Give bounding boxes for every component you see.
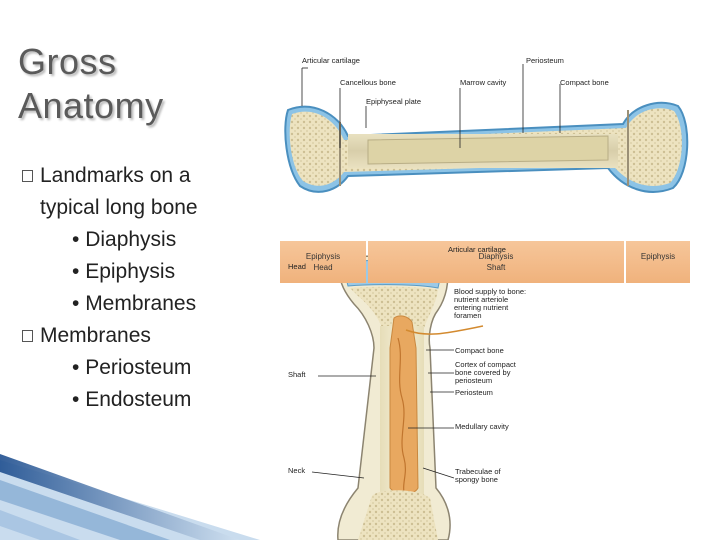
bullet-box-icon xyxy=(22,170,33,182)
label-compact-bone-top: Compact bone xyxy=(560,78,609,87)
title-line-2: Anatomy xyxy=(18,85,164,126)
sub-bullet-text: Periosteum xyxy=(85,356,192,379)
label-articular-cartilage-right: Articular cartilage xyxy=(448,245,506,254)
label-line: bone covered by xyxy=(455,368,511,377)
sub-bullet-text: Endosteum xyxy=(85,388,192,411)
sub-bullet-periosteum: • Periosteum xyxy=(72,356,192,379)
horizontal-bone xyxy=(284,101,689,193)
sub-bullet-epiphysis: • Epiphysis xyxy=(72,260,176,283)
label-line: periosteum xyxy=(455,376,493,385)
bullet-list: Landmarks on a typical long bone • Diaph… xyxy=(22,160,272,416)
label-periosteum-right: Periosteum xyxy=(455,388,493,397)
label-head: Head xyxy=(288,262,306,271)
bullet-text-continuation: typical long bone xyxy=(40,196,198,219)
band-sublabel: Shaft xyxy=(486,263,506,272)
bullet-landmarks: Landmarks on a xyxy=(22,160,272,192)
band-sublabel: Head xyxy=(313,263,333,272)
label-articular-cartilage-top: Articular cartilage xyxy=(302,56,360,65)
bullet-membranes: Membranes xyxy=(22,320,272,352)
label-periosteum-top: Periosteum xyxy=(526,56,564,65)
label-line: Trabeculae of xyxy=(455,467,501,476)
band-label: Epiphysis xyxy=(640,252,676,261)
sub-bullet-endosteum: • Endosteum xyxy=(72,388,192,411)
label-medullary-cavity: Medullary cavity xyxy=(455,422,509,431)
bullet-text: Landmarks on a xyxy=(40,164,191,187)
vertical-bone xyxy=(337,255,451,540)
label-line: spongy bone xyxy=(455,475,498,484)
slide-title: Gross Anatomy xyxy=(18,40,218,128)
bullet-box-icon xyxy=(22,330,33,342)
label-cortex: Cortex of compact bone covered by perios… xyxy=(455,361,516,385)
band-epiphysis-right: Epiphysis xyxy=(626,241,690,283)
sub-bullet-diaphysis: • Diaphysis xyxy=(72,228,177,251)
label-blood-supply: Blood supply to bone: nutrient arteriole… xyxy=(454,288,526,320)
bullet-text: Membranes xyxy=(40,324,151,347)
long-bone-figure: Articular cartilage Periosteum Cancellou… xyxy=(278,48,720,540)
label-line: Cortex of compact xyxy=(455,360,516,369)
label-marrow-cavity: Marrow cavity xyxy=(460,78,507,87)
band-diaphysis: Diaphysis Shaft xyxy=(368,241,624,283)
top-pointer-lines xyxy=(301,64,561,148)
sub-bullet-membranes: • Membranes xyxy=(72,292,197,315)
label-line: nutrient arteriole xyxy=(454,295,509,304)
label-cancellous-bone: Cancellous bone xyxy=(340,78,396,87)
title-line-1: Gross xyxy=(18,41,117,82)
label-compact-bone-right: Compact bone xyxy=(455,346,504,355)
nutrient-arteriole xyxy=(405,325,484,335)
sub-bullet-text: Diaphysis xyxy=(85,228,177,251)
label-epiphyseal-plate: Epiphyseal plate xyxy=(366,97,422,106)
sub-bullet-text: Epiphysis xyxy=(85,260,176,283)
band-label: Diaphysis xyxy=(478,252,514,261)
label-neck: Neck xyxy=(288,466,306,475)
label-line: entering nutrient xyxy=(454,303,509,312)
label-trabeculae: Trabeculae of spongy bone xyxy=(455,468,501,484)
label-line: Blood supply to bone: xyxy=(454,287,527,296)
band-epiphysis-left: Epiphysis Head xyxy=(280,241,366,283)
decorative-stripes xyxy=(0,454,260,540)
label-shaft: Shaft xyxy=(288,370,306,379)
band-label: Epiphysis xyxy=(305,252,341,261)
sub-bullet-text: Membranes xyxy=(85,292,197,315)
label-line: foramen xyxy=(454,311,482,320)
